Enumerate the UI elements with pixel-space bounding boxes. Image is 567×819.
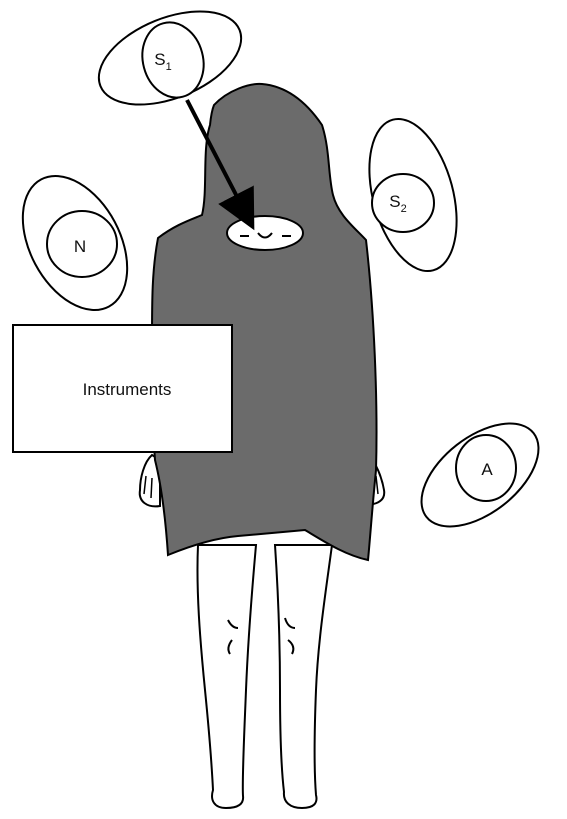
surgical-drape: [152, 84, 377, 560]
s2-label: S: [389, 192, 400, 211]
patient-legs: [197, 545, 332, 808]
s1-label: S: [154, 50, 165, 69]
n-label: N: [74, 237, 86, 256]
position-a: A: [403, 403, 557, 547]
instruments-label: Instruments: [83, 380, 172, 399]
instruments-table: Instruments: [13, 325, 232, 452]
s2-subscript: 2: [401, 203, 407, 215]
s1-subscript: 1: [166, 61, 172, 73]
a-label: A: [481, 460, 493, 479]
position-s2: S2: [354, 109, 472, 280]
face-opening: [227, 216, 303, 250]
position-n: N: [1, 158, 148, 327]
